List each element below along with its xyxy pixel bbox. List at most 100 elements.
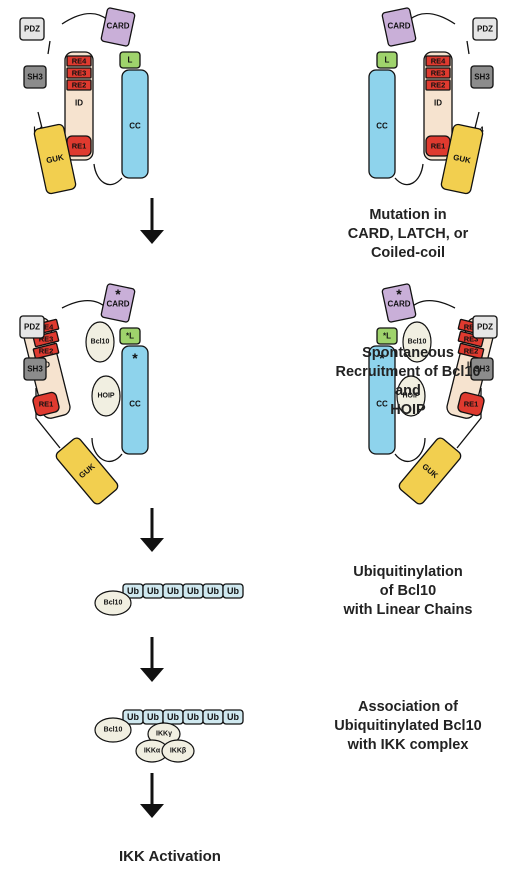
re1-label: RE1 xyxy=(431,142,446,151)
coiled-coil-label: CC xyxy=(376,400,388,409)
sh3-box xyxy=(23,357,47,381)
coiled-coil-label: CC xyxy=(376,122,388,131)
latch-label: *L xyxy=(383,332,391,341)
latch-box xyxy=(376,51,398,69)
coiled-coil-box xyxy=(121,345,149,455)
re4-box xyxy=(66,55,92,67)
sh3-label: SH3 xyxy=(27,365,43,374)
sh3-box xyxy=(23,65,47,89)
pdz-box xyxy=(19,315,45,339)
coiled-coil-box xyxy=(368,69,396,179)
ubq-ub-label-6: Ub xyxy=(227,586,239,596)
card-label: CARD xyxy=(387,22,410,31)
card-mutation-mark: * xyxy=(396,286,402,302)
guk-label: GUK xyxy=(452,153,471,166)
card-label: CARD xyxy=(387,300,410,309)
ubq-ub-label-2: Ub xyxy=(147,586,159,596)
hoip-label: HOIP xyxy=(97,393,114,400)
card-box xyxy=(381,7,417,47)
guk-box xyxy=(55,437,119,505)
cc-mutation-mark: * xyxy=(132,350,138,366)
ikk-ubq-ub-label-3: Ub xyxy=(167,712,179,722)
inactive-carma1-dimer: L3L4IDRE4RE3RE2RE1PDZSH3GUKCARDLCCL3L4ID… xyxy=(19,7,498,195)
card-mutation-mark: * xyxy=(115,286,121,302)
arrow-head-2 xyxy=(140,538,164,552)
re3-box xyxy=(32,330,60,348)
re3-box xyxy=(425,67,451,79)
re2-label: RE2 xyxy=(72,81,87,90)
hoip-label: HOIP xyxy=(402,393,419,400)
ikk-ubq-ub-label-4: Ub xyxy=(187,712,199,722)
pdz-label: PDZ xyxy=(24,25,40,34)
linker-card-pdz xyxy=(61,300,109,311)
hoip-oval xyxy=(396,375,426,417)
card-box xyxy=(100,7,136,47)
re1-box xyxy=(457,391,485,417)
process-arrows xyxy=(140,198,164,818)
inhibitory-domain xyxy=(423,51,453,161)
re4-label: RE4 xyxy=(72,57,87,66)
ubq-ub-label-3: Ub xyxy=(167,586,179,596)
sh3-label: SH3 xyxy=(27,73,43,82)
card-label: CARD xyxy=(106,22,129,31)
ikk-ubq-ub-label-6: Ub xyxy=(227,712,239,722)
guk-box xyxy=(440,123,484,195)
bcl10-label: Bcl10 xyxy=(104,600,123,607)
re3-box xyxy=(66,67,92,79)
inhibitory-domain xyxy=(64,51,94,161)
re2-label: RE2 xyxy=(431,81,446,90)
ubq-ub-label-4: Ub xyxy=(187,586,199,596)
inhibitory-domain-label: ID xyxy=(434,98,442,107)
re4-label: RE4 xyxy=(464,323,479,332)
re4-label: RE4 xyxy=(431,57,446,66)
re3-box xyxy=(457,330,485,348)
ikk-gamma-label: IKKγ xyxy=(156,731,172,738)
linker-pdz-id xyxy=(47,40,51,55)
linker-cc-id xyxy=(394,437,426,462)
ikk-activation-label: IKK Activation xyxy=(119,848,221,865)
arrow-head-1 xyxy=(140,230,164,244)
pdz-box xyxy=(472,17,498,41)
linker-pdz-id xyxy=(466,40,470,55)
guk-label: GUK xyxy=(45,153,64,166)
pdz-label: PDZ xyxy=(477,323,493,332)
re2-box xyxy=(425,79,451,91)
latch-box xyxy=(119,51,141,69)
linker-cc-id xyxy=(394,163,424,186)
bcl10-label: Bcl10 xyxy=(91,339,110,346)
coiled-coil-label: CC xyxy=(129,122,141,131)
re4-box xyxy=(425,55,451,67)
latch-label: L xyxy=(385,56,390,65)
linker-cc-id xyxy=(93,163,123,186)
left-carma1-monomer: L3L4IDRE4RE3RE2RE1PDZSH3GUKCARDLCC xyxy=(19,7,149,195)
re3-label: RE3 xyxy=(464,335,479,344)
left-carma1-monomer: L3L4IDRE4RE3RE2RE1PDZSH3GUKCARD**LCC*Bcl… xyxy=(19,283,149,505)
linker-card-pdz xyxy=(408,300,456,311)
inhibitory-domain-label: ID xyxy=(75,98,83,107)
ikk-ubq-ub-label-5: Ub xyxy=(207,712,219,722)
re1-label: RE1 xyxy=(464,400,479,409)
card-box xyxy=(100,283,136,323)
bcl10-oval xyxy=(94,717,132,743)
re1-box xyxy=(32,391,60,417)
re1-label: RE1 xyxy=(72,142,87,151)
coiled-coil-box xyxy=(368,345,396,455)
ikk-alpha-label: IKKα xyxy=(144,748,161,755)
ikk-ubq-ub-6 xyxy=(222,709,244,725)
arrow-head-3 xyxy=(140,668,164,682)
re1-label: RE1 xyxy=(39,400,54,409)
bcl10-label: Bcl10 xyxy=(104,727,123,734)
right-carma1-monomer: L3L4IDRE4RE3RE2RE1PDZSH3GUKCARD**LCC*Bcl… xyxy=(368,283,498,505)
re2-box xyxy=(457,342,485,360)
card-label: CARD xyxy=(106,300,129,309)
re4-label: RE4 xyxy=(39,323,54,332)
pdz-box xyxy=(19,17,45,41)
re2-label: RE2 xyxy=(39,347,54,356)
